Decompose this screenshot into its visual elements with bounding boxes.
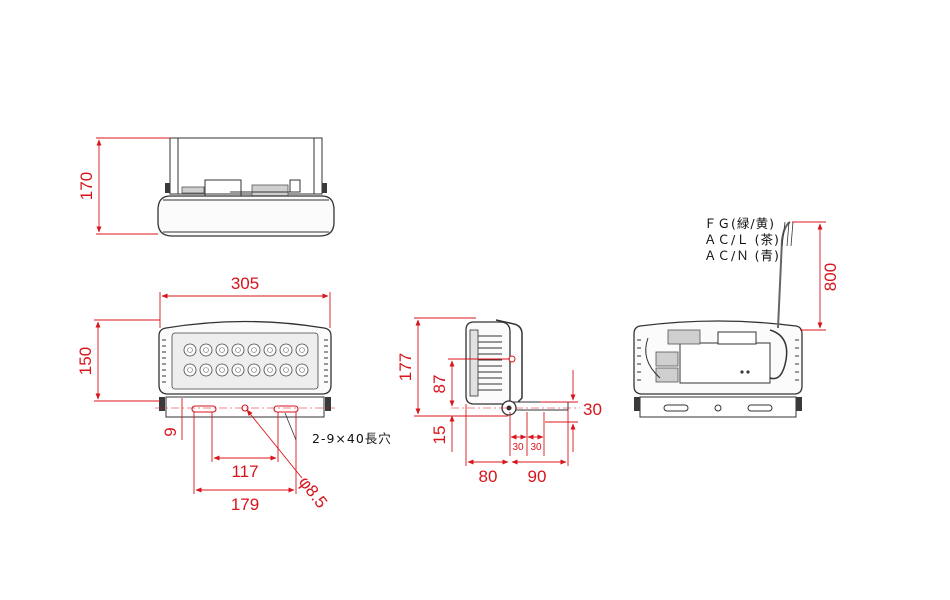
- led-lens-center: [251, 367, 257, 373]
- led-lens-center: [267, 367, 273, 373]
- dim-label-80: 80: [479, 467, 498, 486]
- led-lens-center: [203, 367, 209, 373]
- dim-cable: 800: [792, 221, 840, 331]
- led-lens-center: [283, 347, 289, 353]
- dim-label-9: 9: [161, 427, 180, 436]
- front-view: [155, 320, 335, 418]
- dim-label-30-right: 30: [583, 400, 602, 419]
- wire-fg: ＦＧ(緑/黄): [704, 216, 775, 231]
- led-lens: [295, 363, 309, 377]
- led-lens: [263, 343, 277, 357]
- led-lens-center: [187, 347, 193, 353]
- led-lens: [247, 343, 261, 357]
- dim-label-87: 87: [430, 375, 449, 394]
- led-lens-center: [251, 347, 257, 353]
- dim-label-30b: 30: [530, 442, 542, 453]
- led-lens: [199, 363, 213, 377]
- wire-acl: ＡＣ/Ｌ (茶): [704, 232, 780, 247]
- led-lens-center: [219, 347, 225, 353]
- dim-front: 305 150 9 117 179 φ8.5 2-9×40長穴: [76, 274, 392, 514]
- led-lens-center: [235, 347, 241, 353]
- led-lens: [247, 363, 261, 377]
- slot-note: 2-9×40長穴: [312, 431, 392, 446]
- dim-label-phi85: φ8.5: [295, 473, 331, 512]
- wire-acn: ＡＣ/Ｎ (青): [704, 248, 780, 263]
- dim-label-170: 170: [77, 172, 96, 200]
- led-lens-center: [219, 367, 225, 373]
- led-lens: [215, 363, 229, 377]
- led-lens-center: [267, 347, 273, 353]
- led-lens: [199, 343, 213, 357]
- dim-label-305: 305: [231, 274, 259, 293]
- dim-label-800: 800: [821, 263, 840, 291]
- dim-label-30a: 30: [512, 442, 524, 453]
- led-lens-center: [299, 347, 305, 353]
- dim-label-90: 90: [528, 467, 547, 486]
- rear-view: [633, 221, 803, 418]
- wire-legend: ＦＧ(緑/黄) ＡＣ/Ｌ (茶) ＡＣ/Ｎ (青): [704, 216, 780, 263]
- led-lens-center: [283, 367, 289, 373]
- led-lens: [183, 343, 197, 357]
- dim-top-height: 170: [77, 137, 170, 235]
- led-lens: [279, 363, 293, 377]
- led-lens: [263, 363, 277, 377]
- dim-label-177: 177: [396, 353, 415, 381]
- dim-side: 177 87 15 30 30 30 80 90: [396, 317, 602, 486]
- led-lens: [279, 343, 293, 357]
- led-lens-center: [187, 367, 193, 373]
- led-lens: [295, 343, 309, 357]
- led-lens-center: [235, 367, 241, 373]
- mount-slot-left: [191, 405, 217, 413]
- led-lens-center: [203, 347, 209, 353]
- led-lens: [231, 363, 245, 377]
- led-array: [183, 343, 309, 377]
- top-view: [157, 137, 335, 237]
- mount-slot-right: [273, 405, 299, 413]
- side-view: [451, 319, 580, 416]
- led-lens: [231, 343, 245, 357]
- dim-label-150: 150: [76, 347, 95, 375]
- led-lens: [183, 363, 197, 377]
- led-lens-center: [299, 367, 305, 373]
- dim-label-179: 179: [231, 495, 259, 514]
- dim-label-117: 117: [231, 462, 258, 481]
- led-lens: [215, 343, 229, 357]
- dim-label-15: 15: [430, 426, 449, 445]
